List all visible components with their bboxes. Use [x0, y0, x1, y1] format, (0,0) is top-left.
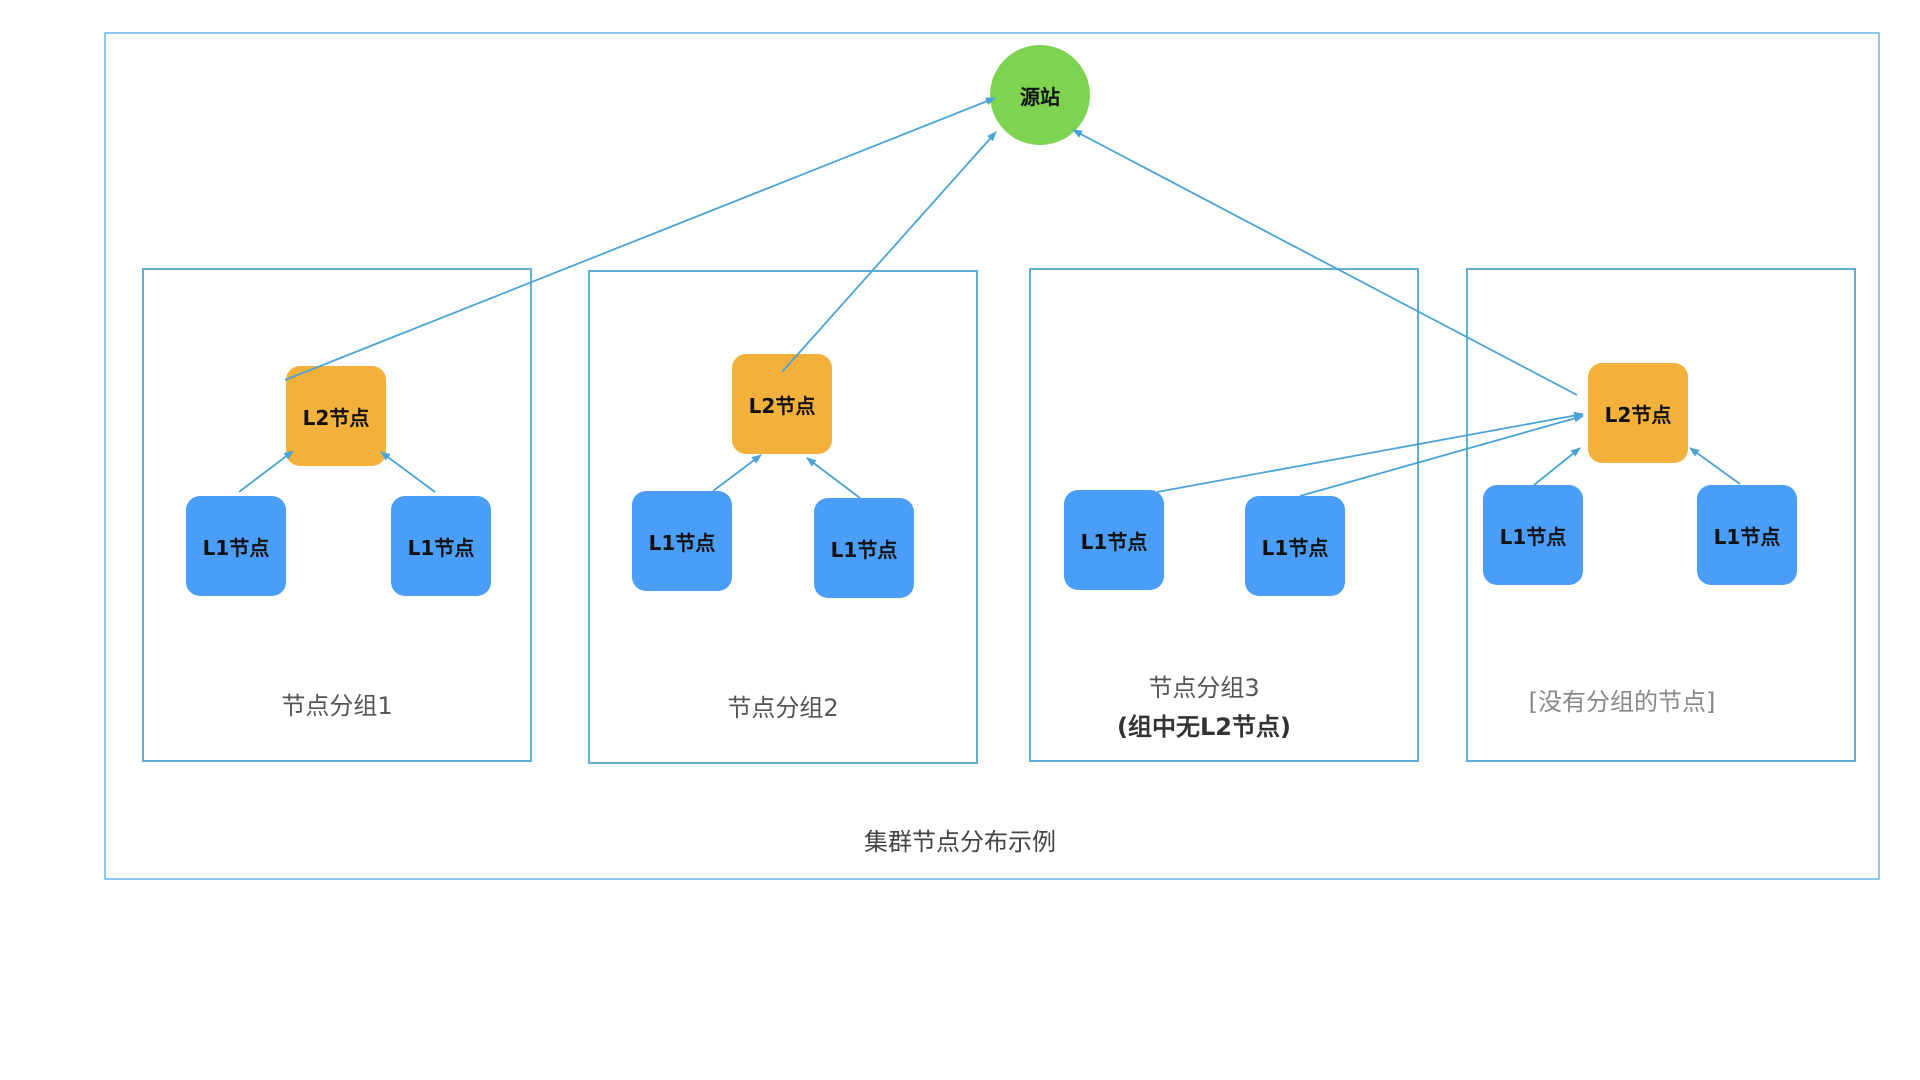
- group-3-sublabel: (组中无L2节点): [1117, 713, 1291, 741]
- l2-node-group-1: L2节点: [286, 366, 386, 466]
- group-1-label: 节点分组1: [281, 692, 393, 720]
- cluster-frame: [104, 32, 1880, 880]
- l1-label: L1节点: [1080, 529, 1148, 554]
- l1-label: L1节点: [407, 535, 475, 560]
- l1-label: L1节点: [1499, 524, 1567, 549]
- origin-label: 源站: [1020, 84, 1060, 109]
- l1-label: L1节点: [648, 530, 716, 555]
- l1-node-group-1-b: L1节点: [391, 496, 491, 596]
- l2-label: L2节点: [1604, 402, 1672, 427]
- l1-node-group-3-a: L1节点: [1064, 490, 1164, 590]
- group-3-label: 节点分组3 (组中无L2节点): [1029, 668, 1379, 742]
- l2-node-group-2: L2节点: [732, 354, 832, 454]
- l1-label: L1节点: [830, 537, 898, 562]
- l1-label: L1节点: [202, 535, 270, 560]
- l1-label: L1节点: [1713, 524, 1781, 549]
- l1-node-group-2-b: L1节点: [814, 498, 914, 598]
- l1-node-group-1-a: L1节点: [186, 496, 286, 596]
- l2-label: L2节点: [302, 405, 370, 430]
- ungrouped-label: [没有分组的节点]: [1528, 688, 1716, 716]
- l1-node-ungrouped-b: L1节点: [1697, 485, 1797, 585]
- l2-node-ungrouped: L2节点: [1588, 363, 1688, 463]
- l2-label: L2节点: [748, 393, 816, 418]
- l1-node-group-2-a: L1节点: [632, 491, 732, 591]
- origin-node: 源站: [990, 45, 1090, 145]
- l1-node-group-3-b: L1节点: [1245, 496, 1345, 596]
- ungrouped-nodes: [1466, 268, 1856, 762]
- l1-node-ungrouped-a: L1节点: [1483, 485, 1583, 585]
- group-2-label: 节点分组2: [727, 694, 839, 722]
- group-3-title: 节点分组3: [1148, 674, 1260, 702]
- l1-label: L1节点: [1261, 535, 1329, 560]
- diagram-caption: 集群节点分布示例: [864, 828, 1056, 856]
